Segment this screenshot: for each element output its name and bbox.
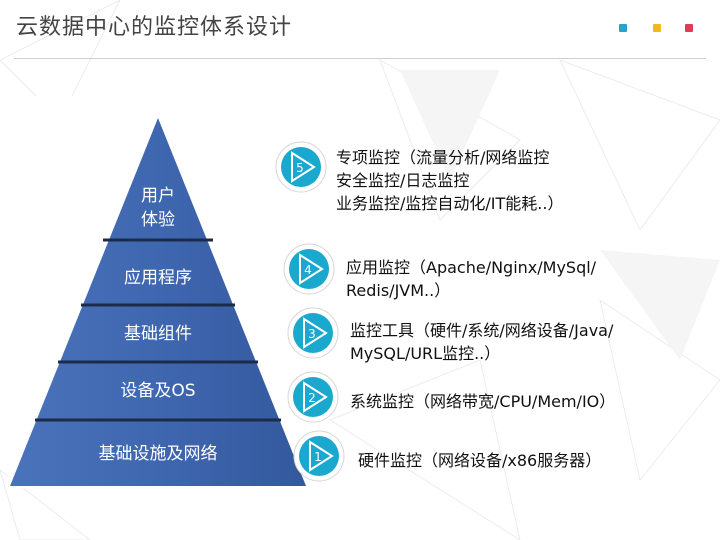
pyramid-level-application: 应用程序 [124,268,192,288]
badge-number: 4 [304,263,312,277]
title-divider [14,58,706,59]
badge-number: 1 [314,450,322,464]
item-2-text: 系统监控（网络带宽/CPU/Mem/IO） [350,392,616,411]
badge-number: 3 [308,327,316,341]
badge-number: 2 [308,391,316,405]
badge-2-icon: 2 [287,371,339,423]
badge-number: 5 [296,161,304,175]
item-5-text: 专项监控（流量分析/网络监控 安全监控/日志监控 业务监控/监控自动化/IT能耗… [336,148,564,213]
item-1-text: 硬件监控（网络设备/x86服务器） [358,451,602,470]
accent-dot-blue [619,24,627,32]
pyramid-diagram [10,118,306,486]
badge-1-icon: 1 [293,430,345,482]
badge-5-icon: 5 [275,141,327,193]
badge-3-icon: 3 [287,307,339,359]
item-3-text: 监控工具（硬件/系统/网络设备/Java/ MySQL/URL监控..） [350,321,614,363]
pyramid-shape [10,118,306,486]
pyramid-level-infrastructure: 基础设施及网络 [98,444,218,464]
item-4-text: 应用监控（Apache/Nginx/MySql/ Redis/JVM..） [346,258,597,300]
pyramid-panel: 用户 体验 应用程序 基础组件 设备及OS 基础设施及网络 [8,96,308,488]
accent-dot-yellow [653,24,661,32]
badge-4-icon: 4 [283,243,335,295]
accent-dot-red [685,24,693,32]
pyramid-level-user-experience: 用户 体验 [141,186,175,230]
pyramid-level-components: 基础组件 [124,324,192,344]
pyramid-level-device-os: 设备及OS [120,381,196,401]
slide-title: 云数据中心的监控体系设计 [16,15,293,40]
